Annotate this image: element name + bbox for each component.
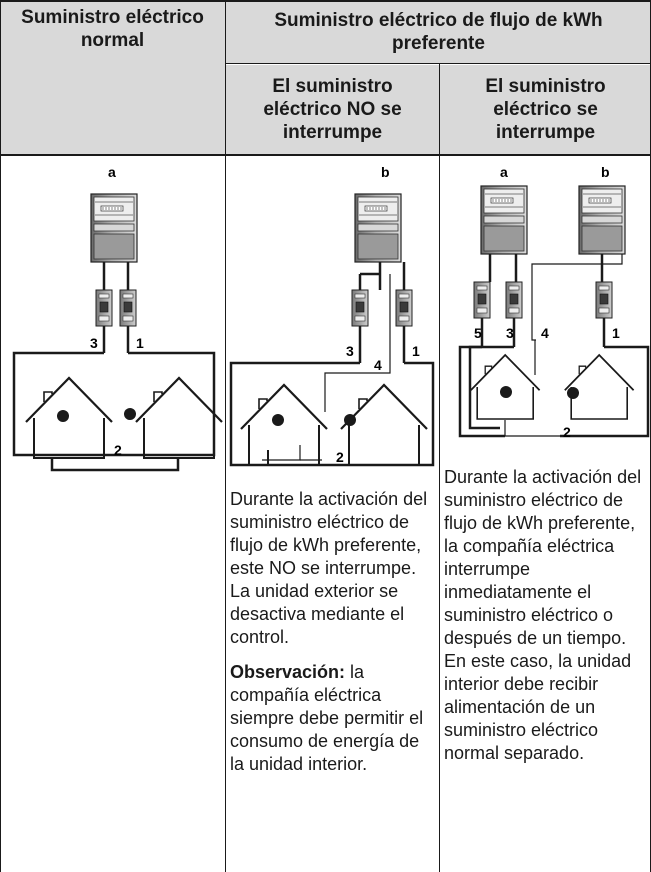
meter-a-label: a (500, 164, 508, 180)
table-header-divider (0, 154, 651, 156)
table-group-divider (225, 63, 651, 64)
breaker-icon (395, 289, 413, 327)
table-top-border (0, 0, 651, 2)
electricity-meter-icon (578, 185, 626, 255)
header-interrupted-label: El suministro eléctrico se interrumpe (485, 76, 606, 143)
header-not-interrupted-label: El suministro eléctrico NO se interrumpe (263, 76, 402, 143)
not-interrupted-description: Durante la activación del suministro elé… (230, 488, 436, 785)
table-col-divider-1 (225, 0, 226, 872)
meter-label: a (108, 164, 116, 180)
header-preferential-group: Suministro eléctrico de flujo de kWh pre… (226, 0, 651, 64)
diagram-interrupted: a b 5 3 4 1 2 (458, 164, 650, 440)
header-normal-supply: Suministro eléctrico normal (0, 0, 225, 154)
breaker-icon (505, 281, 523, 319)
wire-label-5: 5 (474, 325, 482, 341)
electricity-meter-icon (354, 193, 402, 263)
wire-label-1: 1 (412, 343, 420, 359)
wire-label-2: 2 (114, 442, 122, 458)
breaker-icon (95, 289, 113, 327)
house-icon (239, 383, 329, 467)
not-interrupted-text: Durante la activación del suministro elé… (230, 489, 428, 647)
house-icon (134, 376, 224, 460)
electricity-meter-icon (480, 185, 528, 255)
interrupted-text: Durante la activación del suministro elé… (444, 467, 642, 763)
meter-b-label: b (601, 164, 610, 180)
wire-label-2: 2 (563, 424, 571, 440)
house-icon (563, 354, 635, 420)
breaker-icon (119, 289, 137, 327)
house-icon (339, 383, 429, 467)
header-not-interrupted: El suministro eléctrico NO se interrumpe (226, 65, 439, 154)
header-normal-supply-label: Suministro eléctrico normal (21, 7, 204, 51)
wire-label-1: 1 (136, 335, 144, 351)
diagram-normal-supply: a 3 1 2 (12, 164, 224, 472)
table-left-border (0, 0, 1, 872)
note-label: Observación: (230, 662, 346, 682)
breaker-icon (595, 281, 613, 319)
wire-label-1: 1 (612, 325, 620, 341)
breaker-icon (351, 289, 369, 327)
diagram-not-interrupted: b 3 1 4 2 (229, 164, 435, 467)
wire-label-2: 2 (336, 449, 344, 465)
interrupted-description: Durante la activación del suministro elé… (444, 466, 648, 774)
meter-label: b (381, 164, 390, 180)
wire-label-3: 3 (506, 325, 514, 341)
note-paragraph: Observación: la compañía eléctrica siemp… (230, 661, 436, 776)
table-col-divider-2 (439, 64, 440, 872)
header-interrupted: El suministro eléctrico se interrumpe (440, 65, 651, 154)
header-preferential-group-label: Suministro eléctrico de flujo de kWh pre… (274, 10, 603, 54)
wire-label-3: 3 (90, 335, 98, 351)
breaker-icon (473, 281, 491, 319)
wire-label-4: 4 (374, 357, 382, 373)
note-text: la compañía eléctrica siempre debe permi… (230, 662, 424, 774)
electricity-meter-icon (90, 193, 138, 263)
wire-label-4: 4 (541, 325, 549, 341)
house-icon (24, 376, 114, 460)
wire-label-3: 3 (346, 343, 354, 359)
